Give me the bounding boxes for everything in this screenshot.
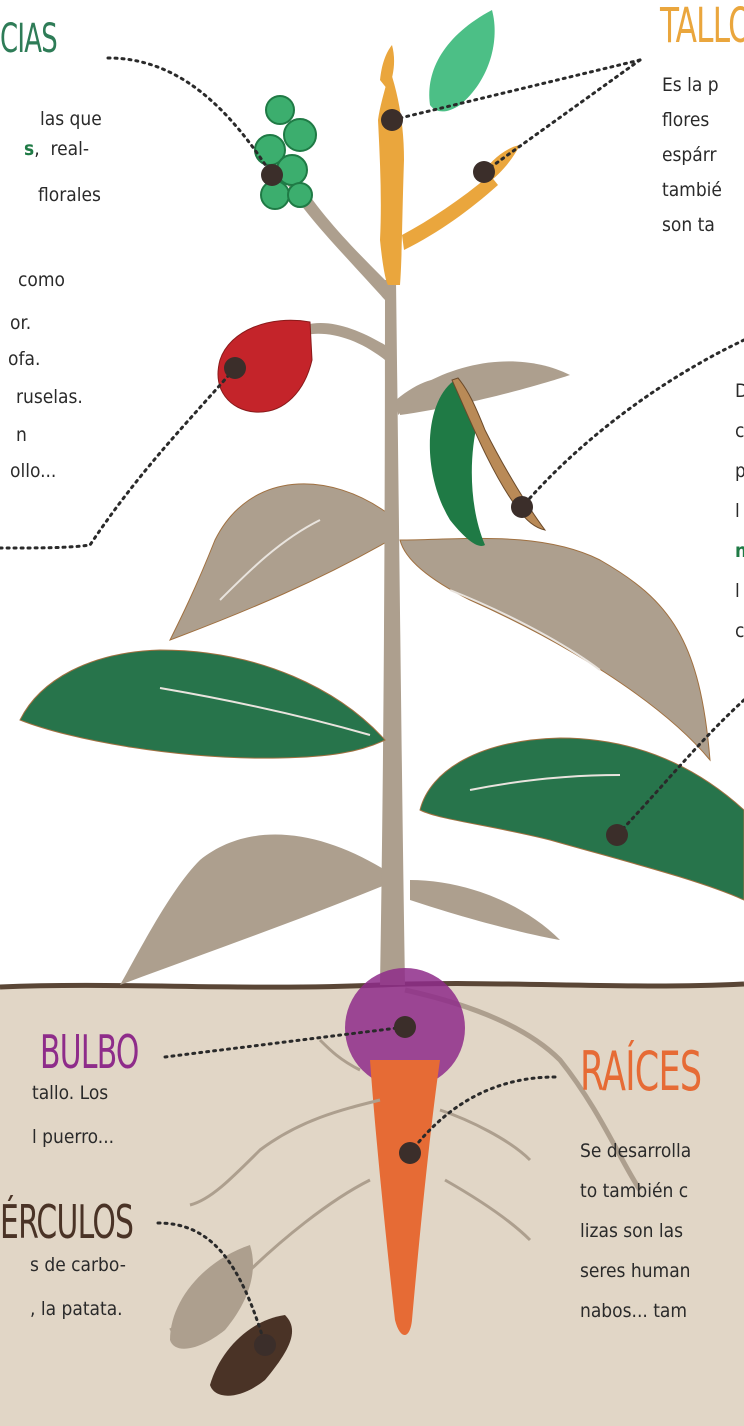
tallos-line4: tambié [662, 175, 722, 205]
green-leaf-right [420, 738, 744, 900]
dot-yellow-bud [473, 161, 495, 183]
grey-leaf-right-lower [410, 880, 560, 940]
tallos-line3: espárr [662, 140, 716, 170]
dot-green-leaf [606, 824, 628, 846]
inflorescencias-line2-rest: , real- [34, 138, 89, 160]
tuberculos-line1: s de carbo- [30, 1250, 126, 1280]
verduras-bold-letter: n [735, 536, 744, 566]
dot-bulb [394, 1016, 416, 1038]
verduras-letter-4: l [735, 496, 740, 526]
tuberculos-line2: , la patata. [30, 1294, 123, 1324]
bulbo-line2: l puerro... [32, 1122, 114, 1152]
grey-tuber [170, 1245, 253, 1349]
grey-leaf-right-upper [400, 538, 710, 760]
inflorescencias-line2: s, real- [24, 134, 89, 164]
heading-tuberculos: ÉRCULOS [0, 1195, 133, 1249]
inflorescencias-list-2: or. [10, 308, 31, 338]
dot-yellow-stem [381, 109, 403, 131]
dot-broccoli [261, 164, 283, 186]
inflorescencias-list-4: ruselas. [16, 382, 83, 412]
dot-carrot [399, 1142, 421, 1164]
dot-pod [511, 496, 533, 518]
raices-line3: lizas son las [580, 1216, 683, 1246]
tallos-line5: son ta [662, 210, 715, 240]
dot-red-fruit [224, 357, 246, 379]
verduras-letter-7: c [735, 616, 744, 646]
verduras-letter-2: c [735, 416, 744, 446]
verduras-letter-3: p [735, 456, 744, 486]
dot-tuber [254, 1334, 276, 1356]
inflorescencias-line1: las que [40, 104, 102, 134]
yellow-stem [378, 70, 404, 285]
main-stem [380, 280, 405, 985]
grey-leaf-left-lower [120, 835, 385, 985]
verduras-letter-6: l [735, 576, 740, 606]
grey-leaf-left-upper [170, 484, 390, 640]
verduras-letter-1: D [735, 376, 744, 406]
inflorescencias-list-1: como [18, 265, 65, 295]
inflorescencias-list-5: n [16, 420, 27, 450]
orange-carrot [370, 1060, 440, 1335]
inflorescencias-bold: s [24, 138, 34, 160]
bulbo-line1: tallo. Los [32, 1078, 108, 1108]
branch-red [305, 323, 385, 360]
heading-tallos: TALLO [660, 0, 744, 54]
raices-line5: nabos... tam [580, 1296, 687, 1326]
light-green-bud [429, 10, 494, 111]
tallos-line2: flores [662, 105, 709, 135]
inflorescencias-line3: florales [38, 180, 101, 210]
tallos-line1: Es la p [662, 70, 719, 100]
raices-line4: seres human [580, 1256, 691, 1286]
heading-raices: RAÍCES [580, 1040, 701, 1103]
broccoli [255, 96, 316, 209]
inflorescencias-list-6: ollo... [10, 456, 56, 486]
raices-line2: to también c [580, 1176, 688, 1206]
heading-bulbo: BULBO [40, 1025, 139, 1079]
inflorescencias-list-3: ofa. [8, 344, 40, 374]
raices-line1: Se desarrolla [580, 1136, 691, 1166]
yellow-branch [402, 175, 498, 250]
green-pod [430, 380, 485, 546]
heading-inflorescencias: CIAS [0, 16, 57, 62]
green-leaf-left [20, 650, 385, 758]
